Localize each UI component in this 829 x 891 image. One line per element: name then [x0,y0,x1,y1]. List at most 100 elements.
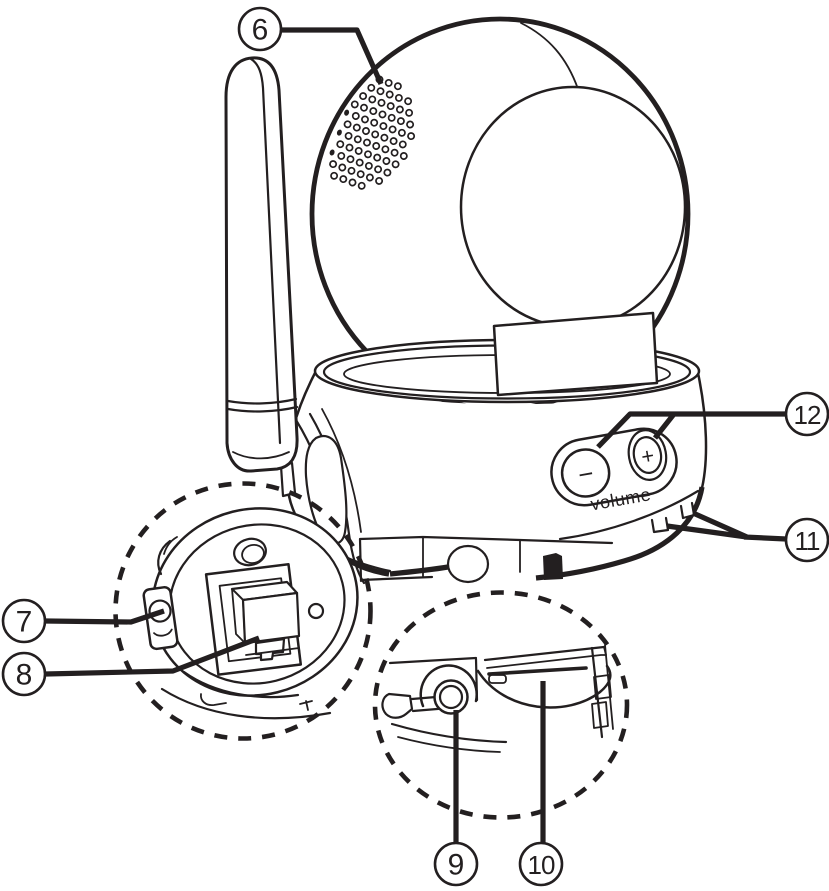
callout-6-leader [282,27,384,86]
speaker-hole [387,113,396,122]
ethernet-port [204,563,303,676]
svg-text:7: 7 [16,606,33,639]
speaker-hole [389,137,398,146]
speaker-hole [351,112,360,120]
bottom-plate [358,535,614,584]
speaker-hole [346,155,355,164]
callout-10: 10 [518,681,564,887]
sd-slot-opening [487,666,588,676]
speaker-hole [378,110,387,119]
callout-7-leader [45,608,165,625]
speaker-hole [339,175,348,184]
speaker-hole [377,98,386,107]
antenna-fold-line [249,57,282,445]
speaker-hole [371,130,380,139]
speaker-hole [337,151,346,160]
molded-mark [299,700,313,711]
mount-notch-2 [679,501,696,520]
speaker-hole [407,132,416,141]
speaker-hole [396,117,405,126]
sd-card-slot [476,644,614,739]
antenna-joint [226,397,298,405]
speaker-hole [354,146,363,155]
volume-plus-glyph: + [639,443,656,470]
speaker-hole [344,131,353,140]
speaker-hole [393,82,402,91]
volume-minus-glyph: − [576,458,596,490]
speaker-hole [364,150,372,159]
callout-8: 8 [1,635,260,697]
speaker-hole [362,127,370,135]
speaker-hole [336,129,342,136]
plate-boss [446,544,490,584]
speaker-hole [329,160,338,169]
speaker-hole [347,166,356,175]
speaker-hole [399,152,408,160]
speaker-hole [370,118,379,127]
speaker-hole [338,163,347,172]
mount-notch-1 [650,516,670,534]
speaker-hole [345,143,354,152]
speaker-hole [380,133,389,142]
svg-text:8: 8 [16,659,33,692]
speaker-hole [348,178,357,187]
speaker-hole [382,157,391,165]
callout-12: 12 [596,391,829,449]
speaker-hole [357,181,366,190]
ethernet-jack-face [241,591,301,645]
speaker-hole [364,161,373,170]
speaker-hole [372,142,381,150]
speaker-hole [381,145,390,154]
speaker-hole [386,102,395,111]
speaker-hole [329,149,335,156]
head-neck [492,311,659,397]
speaker-hole [398,140,407,149]
speaker-hole [350,100,359,109]
speaker-hole [367,83,376,92]
svg-text:9: 9 [448,849,465,882]
speaker-hole [395,105,404,114]
svg-text:12: 12 [794,400,821,430]
callout-11-leader [666,510,787,542]
speaker-hole [394,93,403,102]
detail-circle-ports [113,481,373,741]
speaker-hole [397,128,406,137]
sd-card-protruding [543,553,563,580]
speaker-hole [359,92,368,101]
speaker-hole [379,122,388,131]
dome-seam [520,22,579,90]
callout-12-leader [596,411,786,449]
speaker-hole [404,97,413,106]
speaker-hole [369,107,378,116]
detail-ports [142,507,359,720]
callout-9: 9 [433,710,479,887]
speaker-hole [368,95,377,104]
speaker-hole [373,153,382,162]
antenna [224,56,299,473]
camera-head-front [459,85,687,329]
base [279,371,708,587]
callouts: 6 7 8 9 10 11 12 [1,6,829,887]
speaker-hole [374,165,383,174]
callout-7: 7 [1,598,165,644]
callout-8-leader [45,635,260,677]
speaker-hole [406,120,415,129]
svg-text:6: 6 [252,14,269,47]
speaker-hole [353,135,362,144]
speaker-hole [355,158,364,167]
svg-text:11: 11 [795,526,821,556]
speaker-hole [356,170,365,179]
power-port [142,586,179,651]
speaker-hole [363,138,371,147]
speaker-hole [405,108,414,117]
screw-hole-right [307,602,325,620]
speaker-hole [376,87,385,96]
speaker-hole [336,140,345,149]
detail-bottom [381,644,614,753]
speaker-hole [365,173,374,182]
speaker-hole [385,90,394,99]
speaker-hole [343,120,352,129]
speaker-hole [384,78,393,87]
volume-minus-button [560,448,611,498]
